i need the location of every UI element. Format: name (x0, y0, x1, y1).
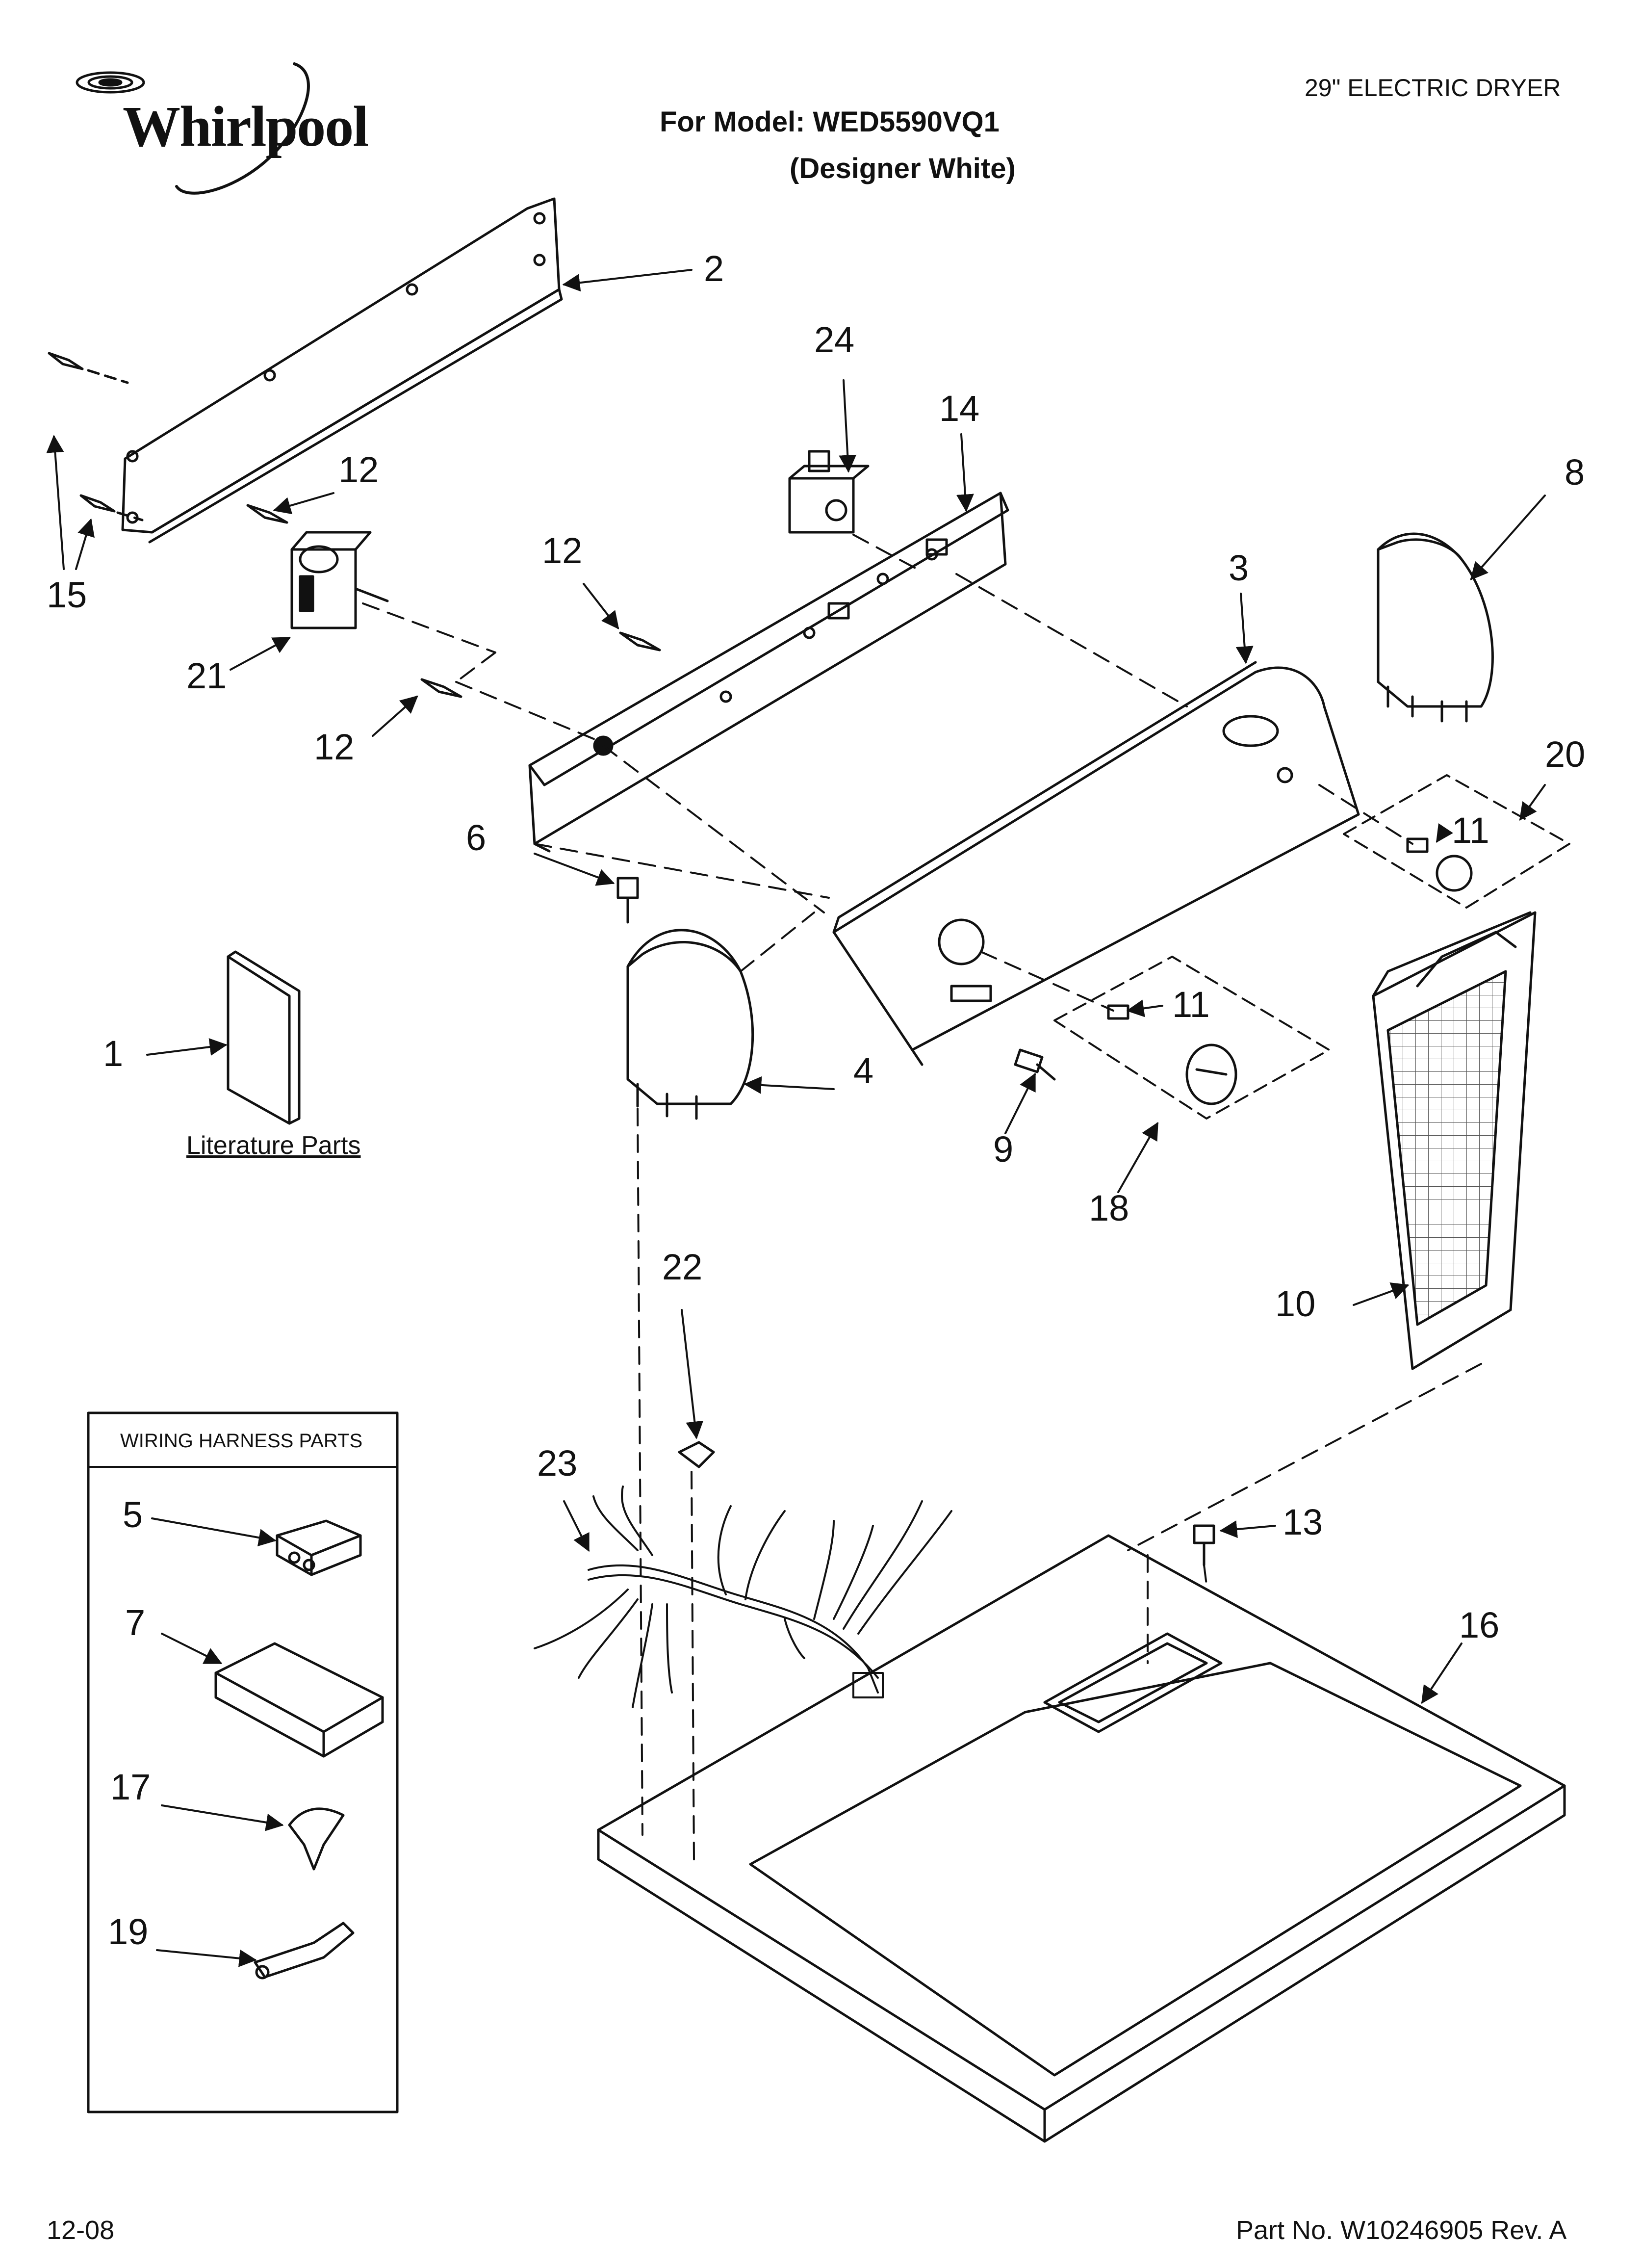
callout-19: 19 (108, 1911, 149, 1952)
part-18-knob-group (1053, 956, 1330, 1120)
part-12-screws (246, 504, 661, 698)
callout-22: 22 (662, 1247, 703, 1287)
part-3-console (832, 661, 1360, 1066)
part-13-screw (1193, 1524, 1215, 1566)
part-4-end-cap (626, 929, 754, 1120)
part-22-clip (678, 1441, 715, 1468)
callout-18: 18 (1089, 1188, 1129, 1228)
callout-5: 5 (123, 1494, 143, 1535)
leader-arrows (46, 269, 1546, 1967)
color-line: (Designer White) (790, 153, 1016, 184)
wiring-box-title: WIRING HARNESS PARTS (120, 1430, 363, 1452)
callout-8: 8 (1565, 452, 1585, 493)
callout-13: 13 (1283, 1502, 1323, 1542)
literature-parts-label: Literature Parts (186, 1131, 361, 1160)
part-23-wiring-harness (534, 1486, 952, 1708)
callout-24: 24 (814, 319, 855, 360)
callout-9: 9 (993, 1129, 1014, 1170)
callout-11-upper: 11 (1452, 810, 1489, 851)
footer-part-number: Part No. W10246905 Rev. A (1236, 2216, 1567, 2245)
part-21-switch (290, 531, 389, 629)
callout-4: 4 (853, 1050, 874, 1091)
part-10-lint-screen (1372, 911, 1537, 1370)
part-8-end-cap (1377, 532, 1494, 723)
callout-10: 10 (1275, 1283, 1316, 1324)
callout-17: 17 (110, 1767, 151, 1807)
part-7-connector-block (214, 1642, 384, 1758)
callout-3: 3 (1229, 547, 1249, 588)
callout-12-middle: 12 (542, 530, 583, 571)
callout-21: 21 (186, 655, 227, 696)
callout-20: 20 (1545, 734, 1586, 775)
part-5-connector (276, 1519, 362, 1576)
part-1-literature (227, 950, 301, 1125)
callout-15: 15 (47, 574, 87, 615)
part-14-control-bracket (528, 492, 1009, 853)
callout-6: 6 (466, 817, 487, 858)
appliance-category: 29" ELECTRIC DRYER (1305, 74, 1561, 102)
whirlpool-logo (76, 62, 310, 195)
callout-1: 1 (103, 1033, 124, 1074)
callout-14: 14 (939, 388, 980, 429)
model-line: For Model: WED5590VQ1 (660, 106, 1000, 138)
footer-date: 12-08 (47, 2216, 115, 2245)
callout-12-bottom: 12 (314, 727, 355, 767)
callout-11-lower: 11 (1172, 984, 1210, 1025)
part-15-screws (48, 352, 144, 521)
part-17-clip (288, 1807, 345, 1871)
callout-7: 7 (125, 1602, 146, 1643)
alignment-lines (362, 534, 1482, 1860)
part-9-screw (1014, 1048, 1056, 1081)
wiring-harness-parts-box (87, 1411, 399, 2113)
part-6-screw (616, 877, 639, 924)
brand-logo-text: Whirlpool (123, 94, 369, 158)
part-19-terminal (254, 1922, 355, 1980)
part-24-component (788, 450, 870, 534)
part-20-knob-group (1343, 774, 1570, 909)
callout-12-top: 12 (338, 449, 379, 490)
callout-16: 16 (1459, 1605, 1500, 1645)
callout-2: 2 (704, 248, 724, 289)
callout-23: 23 (537, 1443, 578, 1484)
part-2-rear-panel (121, 197, 563, 544)
part-16-top (597, 1534, 1566, 2143)
